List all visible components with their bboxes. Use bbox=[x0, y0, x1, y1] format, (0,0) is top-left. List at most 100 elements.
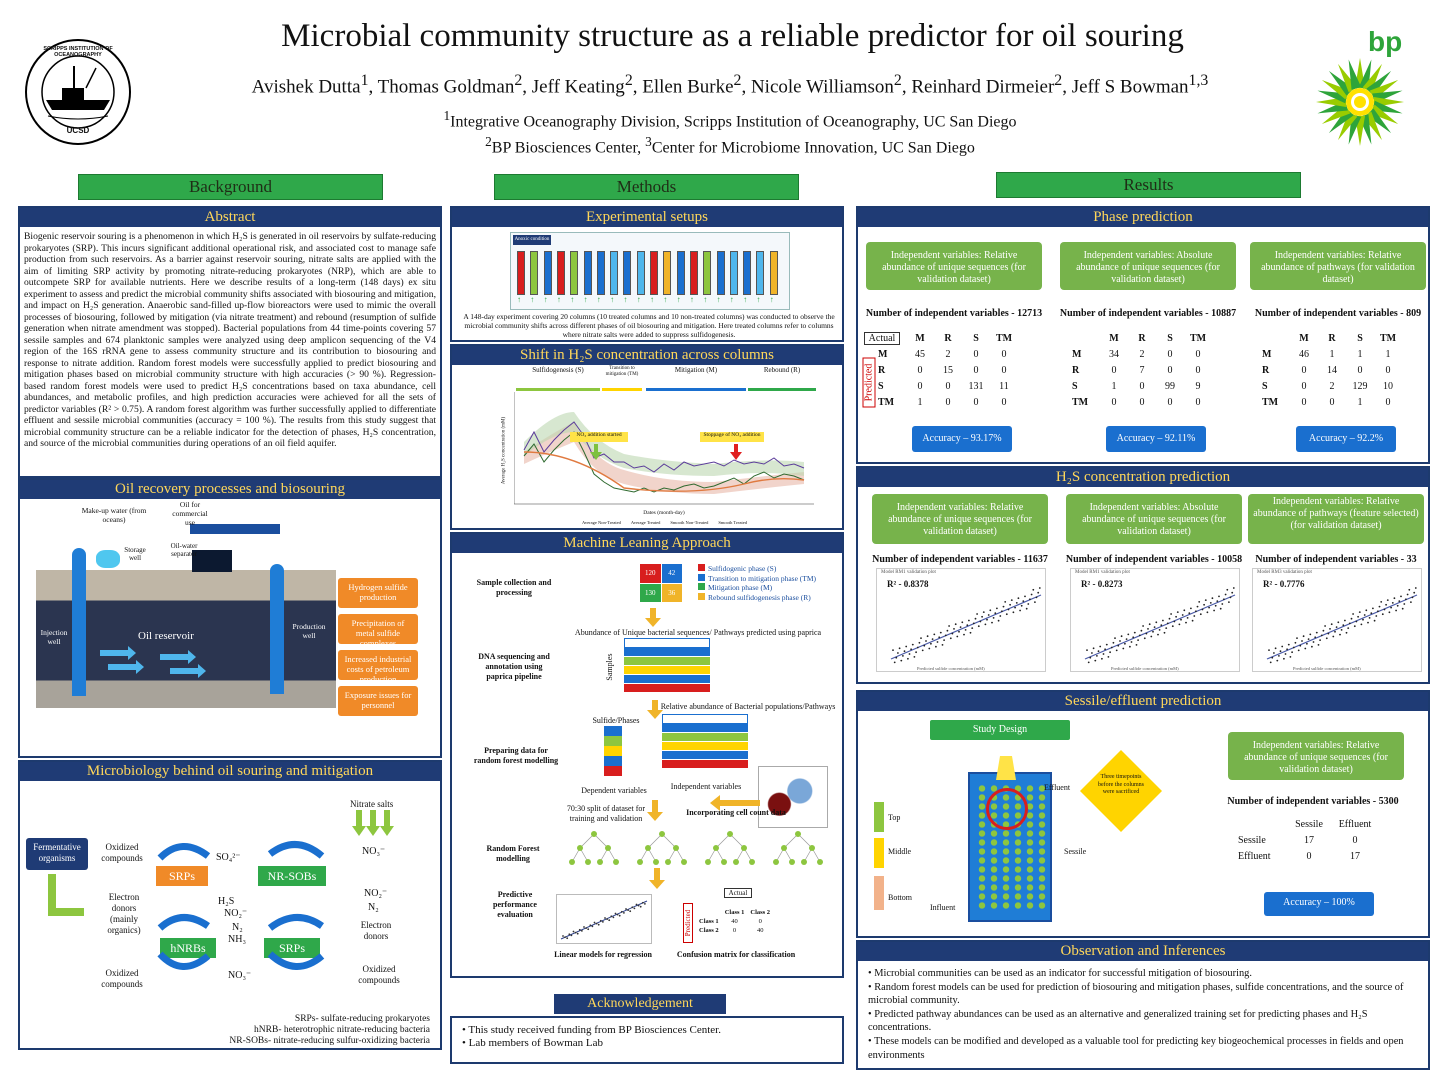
h2s-nvar: Number of independent variables - 33 bbox=[1255, 554, 1417, 565]
cm-cell: 0 bbox=[732, 927, 737, 934]
cm-cell: 0 bbox=[1001, 364, 1007, 376]
hnrbs-box: hNRBs bbox=[160, 938, 216, 958]
top-swatch bbox=[874, 802, 884, 832]
cm-cell: 0 bbox=[1352, 834, 1358, 846]
flow-arrow-icon: ↑ bbox=[689, 295, 694, 304]
cm-row-header: Effluent bbox=[1238, 850, 1271, 862]
reactor-column bbox=[676, 251, 685, 295]
cm-cell: 1 bbox=[1385, 348, 1391, 360]
sessile-variable-box: Independent variables: Relative abundanc… bbox=[1228, 732, 1404, 780]
h2s-shift-xlabel: Dates (month-day) bbox=[643, 510, 685, 516]
flow-arrow-icon: ↑ bbox=[636, 295, 641, 304]
bottom-label: Bottom bbox=[888, 893, 913, 902]
flow-arrow-icon: ↑ bbox=[663, 295, 668, 304]
flow-arrow-icon: ↑ bbox=[756, 295, 761, 304]
microbiology-panel: Microbiology behind oil souring and miti… bbox=[18, 760, 442, 1050]
ml-phase-legend: Sulfidogenic phase (S)Transition to miti… bbox=[698, 564, 838, 602]
cm-cell: Class 2 bbox=[699, 927, 719, 934]
cm-cell: 40 bbox=[756, 927, 764, 934]
ml-cell-count-plot bbox=[758, 766, 828, 828]
flow-arrow-icon: ↑ bbox=[543, 295, 548, 304]
cm-col-header: Effluent bbox=[1338, 818, 1372, 830]
cm-col-header: Class 1 bbox=[724, 909, 745, 916]
observations-list: • Microbial communities can be used as a… bbox=[858, 961, 1428, 1068]
cm-cell: 0 bbox=[1195, 348, 1201, 360]
cm-row-header: Sessile bbox=[1238, 834, 1266, 846]
author-sup: 1,3 bbox=[1188, 72, 1209, 89]
pipeline-top bbox=[190, 524, 280, 534]
reactor-column bbox=[636, 251, 645, 295]
srps-box-top: SRPs bbox=[156, 866, 208, 886]
cm-cell: 1 bbox=[1357, 396, 1363, 408]
abstract-title: Abstract bbox=[20, 208, 440, 227]
flow-arrow-icon: ↑ bbox=[769, 295, 774, 304]
phase-variable-box: Independent variables: Absolute abundanc… bbox=[1060, 242, 1236, 290]
cm-row-header: R bbox=[1072, 364, 1080, 376]
cm-cell: 17 bbox=[1350, 850, 1360, 862]
middle-swatch bbox=[874, 838, 884, 868]
reactor-column bbox=[729, 251, 738, 295]
h2s-nvar: Number of independent variables - 10058 bbox=[1065, 554, 1243, 565]
tab-background: Background bbox=[78, 174, 383, 200]
matrix-header bbox=[624, 638, 710, 648]
cm-cell: 2 bbox=[1329, 380, 1335, 392]
ml-regression-plot bbox=[556, 894, 652, 944]
fermentative-box: Fermentative organisms bbox=[26, 838, 88, 870]
observation-item: • Microbial communities can be used as a… bbox=[868, 968, 1252, 979]
phase-swatch bbox=[698, 573, 705, 581]
cm-cell: 7 bbox=[1139, 364, 1145, 376]
separator-label: Oil-water separator bbox=[170, 542, 198, 558]
phase-bar bbox=[516, 388, 600, 391]
ml-rf-step: Random Forest modelling bbox=[486, 844, 540, 863]
scatter-title: Model RM1 validation plot bbox=[1075, 570, 1130, 575]
phase-bar bbox=[602, 388, 642, 391]
reactor-column bbox=[517, 251, 525, 295]
cm-col-header: TM bbox=[995, 332, 1013, 344]
scatter-title: Model RM3 validation plot bbox=[1257, 570, 1312, 575]
h2s-prediction-title: H₂S concentration prediction bbox=[858, 468, 1428, 487]
phase-nvar: Number of independent variables - 10887 bbox=[1059, 308, 1237, 319]
flow-arrow-icon: ↑ bbox=[517, 295, 521, 304]
scatter-xlabel: Predicted sulfide concentration (mM) bbox=[917, 666, 985, 671]
influent-label: Influent bbox=[930, 903, 956, 912]
cm-cell: 0 bbox=[917, 364, 923, 376]
cm-cell: 45 bbox=[915, 348, 925, 360]
observation-item: • Random forest models can be used for p… bbox=[868, 981, 1404, 1007]
reactor-column bbox=[610, 251, 619, 295]
no3-stop-label: Stoppage of NO₃ addition bbox=[703, 432, 761, 438]
flow-arrow-icon: ↑ bbox=[650, 295, 654, 304]
impact-box: Hydrogen sulfide production bbox=[338, 578, 418, 608]
timepoints-label: Three timepoints before the columns were… bbox=[1098, 774, 1144, 795]
poster-title: Microbial community structure as a relia… bbox=[281, 18, 1184, 54]
impact-box: Exposure issues for personnel bbox=[338, 686, 418, 716]
cm-cell: 2 bbox=[1139, 348, 1145, 360]
oil-water-separator bbox=[192, 550, 232, 572]
dep-cell bbox=[604, 756, 622, 766]
scripps-logo: SCRIPPS INSTITUTION OF OCEANOGRAPHY UCSD bbox=[24, 38, 132, 146]
cm-cell: 0 bbox=[1385, 396, 1391, 408]
phase-accuracy: Accuracy – 93.17% bbox=[912, 426, 1012, 452]
cm-cell: 0 bbox=[1195, 396, 1201, 408]
phase-cell: 36 bbox=[661, 583, 682, 602]
flow-arrow-icon: ↑ bbox=[583, 295, 588, 304]
tab-methods: Methods bbox=[494, 174, 799, 200]
flow-arrow-icon: ↑ bbox=[570, 295, 575, 304]
phase-cell: 120 bbox=[640, 564, 661, 583]
cm-cell: 17 bbox=[1304, 834, 1314, 846]
author-sup: 1 bbox=[360, 72, 369, 89]
flow-arrow-icon: ↑ bbox=[610, 295, 615, 304]
ml-confusion-label: Confusion matrix for classification bbox=[676, 950, 796, 959]
cm-row-header: TM bbox=[878, 396, 895, 408]
reactor-column bbox=[663, 251, 672, 295]
reactor-column bbox=[583, 251, 592, 295]
cm-row-header: R bbox=[1262, 364, 1270, 376]
reactor-column bbox=[556, 251, 565, 295]
matrix-row bbox=[662, 751, 748, 760]
cm-col-header: Class 2 bbox=[750, 909, 771, 916]
flow-arrow-icon: ↑ bbox=[716, 295, 721, 304]
ack-item: • Lab members of Bowman Lab bbox=[462, 1037, 604, 1049]
observation-item: • These models can be modified and devel… bbox=[868, 1035, 1404, 1061]
cm-cell: 129 bbox=[1352, 380, 1368, 392]
